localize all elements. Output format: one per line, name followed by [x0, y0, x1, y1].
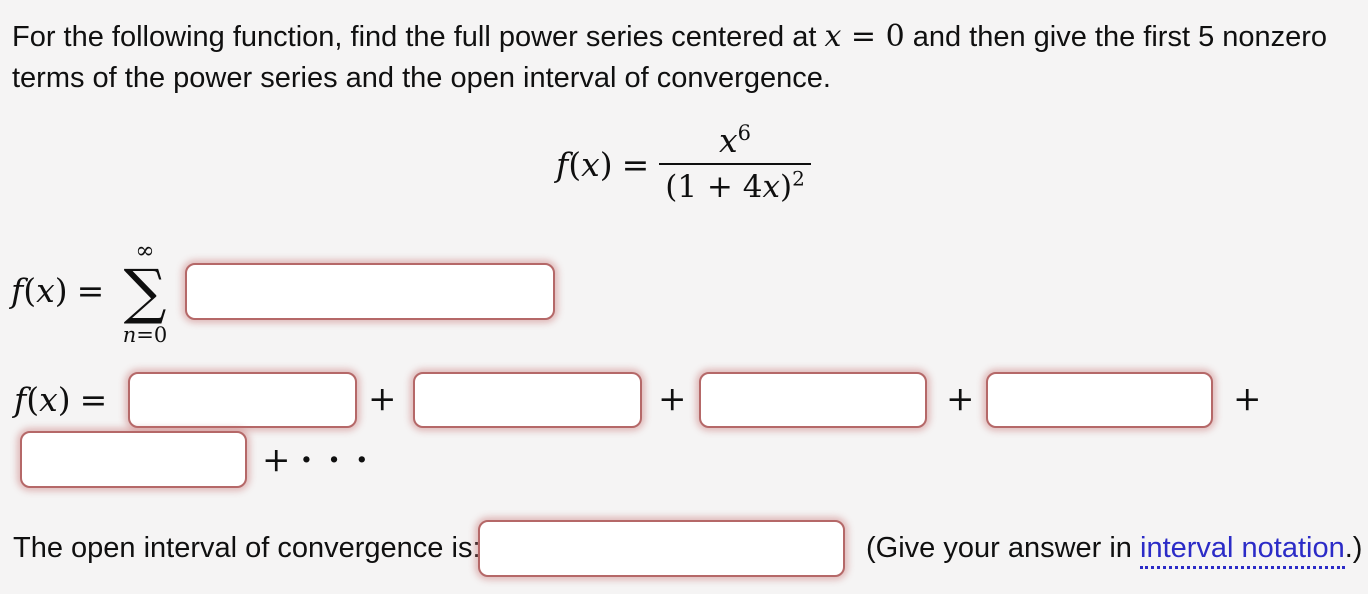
math-x: x	[824, 19, 842, 54]
intro-line-1-prefix: For the following function, find the ful…	[12, 21, 825, 53]
math-equals-zero: = 0	[841, 19, 905, 54]
term-3-input[interactable]	[699, 372, 927, 428]
ellipsis-dots: · · ·	[300, 440, 370, 480]
intro-line-1: For the following function, find the ful…	[12, 16, 1356, 58]
series-general-term-input[interactable]	[185, 263, 555, 320]
fraction-bar	[659, 163, 811, 165]
open-paren: (	[26, 380, 40, 419]
lower-limit-n: n	[122, 323, 137, 347]
plus-operator: +	[658, 379, 687, 419]
summation-fx-label: f(x)=	[11, 271, 104, 311]
problem-statement: For the following function, find the ful…	[12, 16, 1356, 99]
open-paren: (	[568, 145, 582, 184]
f-symbol: f	[11, 271, 24, 310]
plus-ellipsis: +· · ·	[262, 440, 370, 480]
fraction: x6 (1 + 4x)2	[659, 121, 811, 205]
plus-operator: +	[1233, 379, 1262, 419]
plus-operator: +	[946, 379, 975, 419]
sigma-symbol: ∑	[123, 257, 167, 327]
plus-operator: +	[262, 440, 291, 480]
f-symbol: f	[556, 145, 569, 184]
hint-prefix: (Give your answer in	[866, 532, 1140, 564]
interval-notation-link[interactable]: interval notation	[1140, 532, 1345, 569]
denominator-exponent: 2	[792, 166, 805, 191]
function-lhs: f(x)=	[556, 145, 649, 184]
convergence-label: The open interval of convergence is:	[13, 532, 481, 564]
open-paren: (	[23, 271, 37, 310]
numerator-exponent: 6	[737, 121, 752, 145]
hint-suffix: .)	[1344, 532, 1363, 564]
answer-hint: (Give your answer in interval notation.)	[866, 531, 1363, 569]
plus-operator: +	[368, 379, 397, 419]
term-1-input[interactable]	[128, 372, 357, 428]
denominator-prefix: (1 + 4	[665, 169, 763, 205]
denominator-close-paren: )	[779, 169, 793, 205]
close-paren: )	[54, 271, 68, 310]
lower-limit-eq-zero: =0	[136, 323, 168, 347]
x-symbol: x	[39, 380, 58, 419]
summation-lower-limit: n=0	[114, 323, 176, 347]
summation-symbol: ∞ ∑ n=0	[114, 238, 176, 347]
numerator: x6	[715, 121, 755, 163]
numerator-x: x	[719, 121, 738, 160]
function-definition: f(x)= x6 (1 + 4x)2	[556, 121, 811, 205]
f-symbol: f	[14, 380, 27, 419]
terms-fx-label: f(x)=	[14, 380, 107, 420]
x-symbol: x	[581, 145, 600, 184]
denominator: (1 + 4x)2	[659, 165, 811, 205]
term-2-input[interactable]	[413, 372, 642, 428]
equals-sign: =	[621, 145, 650, 184]
term-4-input[interactable]	[986, 372, 1213, 428]
intro-line-1-suffix: and then give the first 5 nonzero	[904, 21, 1328, 53]
denominator-x: x	[762, 169, 780, 205]
x-symbol: x	[36, 271, 55, 310]
intro-line-2: terms of the power series and the open i…	[12, 62, 831, 94]
term-5-input[interactable]	[20, 431, 247, 488]
close-paren: )	[599, 145, 613, 184]
equals-sign: =	[79, 380, 108, 419]
interval-input[interactable]	[478, 520, 845, 577]
summation-upper-limit: ∞	[135, 238, 155, 264]
equals-sign: =	[76, 271, 105, 310]
close-paren: )	[57, 380, 71, 419]
